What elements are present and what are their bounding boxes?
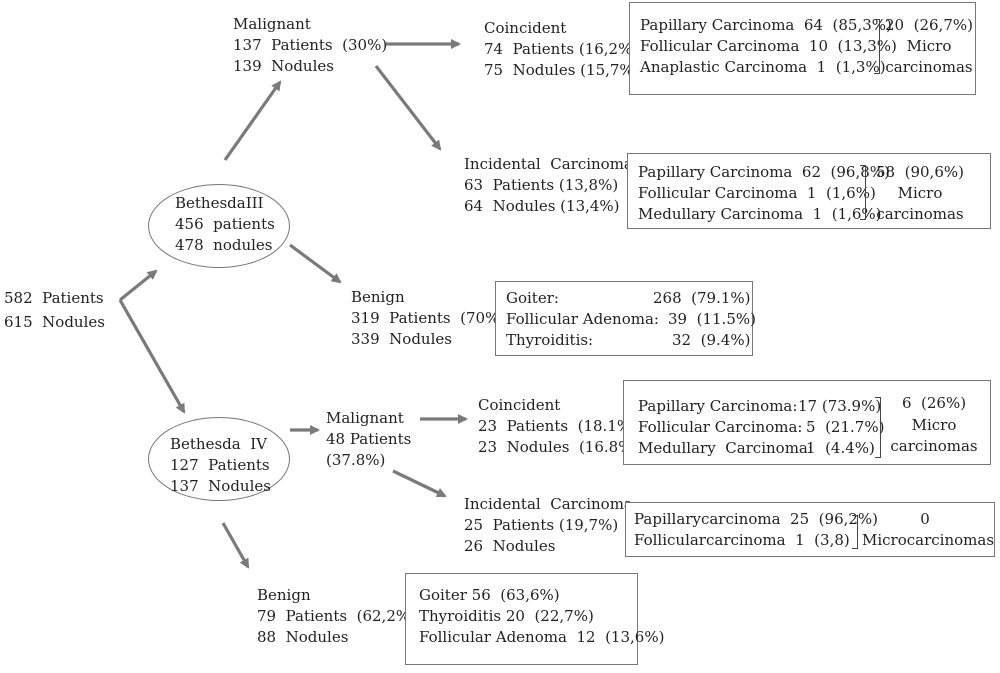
micro-count: 6 (26%): [901, 394, 967, 412]
b4-malignant-title: Malignant: [326, 409, 404, 427]
b3-coincident-row: Anaplastic Carcinoma 1 (1,3%): [640, 58, 886, 76]
arrow-b4mal-to-incidental: [392, 469, 447, 498]
b4-incidental-patients: 25 Patients (19,7%): [464, 516, 619, 534]
b3-malignant-nodules: 139 Nodules: [233, 57, 334, 75]
micro-label: Micro: [911, 416, 957, 434]
arrow-root-to-bethesda4: [118, 299, 186, 414]
b4-coincident-label: Follicular Carcinoma:: [638, 418, 803, 436]
b3-benign-value: 268 (79.1%): [653, 289, 751, 307]
micro-label: Micro: [906, 37, 952, 55]
b4-coincident-label: Papillary Carcinoma:: [638, 397, 798, 415]
b4-benign-patients: 79 Patients (62,2%): [257, 607, 416, 625]
b3-incidental-row: Follicular Carcinoma 1 (1,6%): [638, 184, 876, 202]
b4-benign-row: Thyroiditis 20 (22,7%): [419, 607, 594, 625]
micro-label: carcinomas: [885, 58, 973, 76]
b3-coincident-row: Follicular Carcinoma 10 (13,3%): [640, 37, 897, 55]
b3-coincident-patients: 74 Patients (16,2%): [484, 40, 639, 58]
micro-label: carcinomas: [876, 205, 964, 223]
bethesda3-title: BethesdaIII: [175, 194, 264, 212]
b3-benign-label: Follicular Adenoma:: [506, 310, 659, 328]
arrow-root-to-bethesda3: [118, 269, 158, 302]
b3-benign-value: 32 (9.4%): [672, 331, 751, 349]
arrow-b3-to-malignant: [223, 80, 282, 161]
bracket: [875, 397, 881, 458]
b3-incidental-row: Papillary Carcinoma 62 (96,8%): [638, 163, 890, 181]
b4-malignant-patients: 48 Patients: [326, 430, 412, 448]
bethesda4-nodules: 137 Nodules: [170, 477, 271, 495]
b4-incidental-nodules: 26 Nodules: [464, 537, 556, 555]
micro-count: 0: [920, 510, 930, 528]
bracket: [852, 515, 858, 549]
b3-coincident-title: Coincident: [484, 19, 567, 37]
b3-incidental-nodules: 64 Nodules (13,4%): [464, 197, 620, 215]
b4-coincident-value: 17 (73.9%): [798, 397, 882, 415]
b3-benign-label: Thyroiditis:: [506, 331, 594, 349]
b4-incidental-box: Papillarycarcinoma 25 (96,2%) Follicular…: [625, 502, 995, 557]
micro-label: carcinomas: [890, 437, 978, 455]
arrow-b4-to-benign: [221, 522, 250, 569]
b3-benign-value: 39 (11.5%): [668, 310, 756, 328]
b4-benign-box: Goiter 56 (63,6%) Thyroiditis 20 (22,7%)…: [405, 573, 664, 665]
micro-label: Microcarcinomas: [862, 531, 995, 549]
b4-incidental-title: Incidental Carcinoma: [464, 495, 633, 513]
micro-count: 58 (90,6%): [876, 163, 964, 181]
bracket: [860, 165, 866, 220]
b3-incidental-title: Incidental Carcinomas: [464, 155, 641, 173]
arrow-malignant-to-incidental: [374, 65, 442, 151]
b4-incidental-row: Follicularcarcinoma 1 (3,8): [634, 531, 850, 549]
arrow-b3-to-benign: [289, 243, 342, 284]
b3-coincident-row: Papillary Carcinoma 64 (85,3%): [640, 16, 892, 34]
micro-label: Micro: [897, 184, 943, 202]
b3-incidental-box: Papillary Carcinoma 62 (96,8%) Follicula…: [627, 153, 991, 229]
bethesda4-patients: 127 Patients: [170, 456, 270, 474]
b3-benign-title: Benign: [351, 288, 405, 306]
bracket: [874, 19, 880, 74]
b3-incidental-patients: 63 Patients (13,8%): [464, 176, 619, 194]
b4-coincident-label: Medullary Carcinoma:: [638, 439, 813, 457]
b4-coincident-patients: 23 Patients (18.1%): [478, 417, 637, 435]
b3-benign-patients: 319 Patients (70%): [351, 309, 506, 327]
b3-malignant-patients: 137 Patients (30%): [233, 36, 388, 54]
b4-coincident-box: Papillary Carcinoma: 17 (73.9%) Follicul…: [623, 380, 991, 465]
b3-malignant-title: Malignant: [233, 15, 311, 33]
b4-coincident-value: 5 (21.7%): [806, 418, 885, 436]
bethesda4-node: [148, 417, 290, 501]
b4-coincident-nodules: 23 Nodules (16.8%): [478, 438, 639, 456]
micro-count: 20 (26,7%): [885, 16, 973, 34]
b3-benign-label: Goiter:: [506, 289, 559, 307]
b4-coincident-title: Coincident: [478, 396, 561, 414]
b3-coincident-nodules: 75 Nodules (15,7%): [484, 61, 640, 79]
b3-benign-nodules: 339 Nodules: [351, 330, 452, 348]
b4-benign-row: Goiter 56 (63,6%): [419, 586, 560, 604]
bethesda3-patients: 456 patients: [175, 215, 275, 233]
b4-benign-row: Follicular Adenoma 12 (13,6%): [419, 628, 665, 646]
b4-incidental-row: Papillarycarcinoma 25 (96,2%): [634, 510, 879, 528]
b4-coincident-value: 1 (4.4%): [806, 439, 875, 457]
bethesda3-nodules: 478 nodules: [175, 236, 273, 254]
bethesda4-title: Bethesda IV: [170, 435, 268, 453]
b4-malignant-pct: (37.8%): [326, 451, 386, 469]
b4-benign-title: Benign: [257, 586, 311, 604]
b3-coincident-box: Papillary Carcinoma 64 (85,3%) Follicula…: [629, 2, 976, 95]
b3-incidental-row: Medullary Carcinoma 1 (1,6%): [638, 205, 882, 223]
root-patients: 582 Patients: [4, 289, 104, 307]
b3-benign-box: Goiter: 268 (79.1%) Follicular Adenoma: …: [495, 281, 756, 356]
bethesda3-node: [148, 184, 290, 268]
root-nodules: 615 Nodules: [4, 313, 105, 331]
b4-benign-nodules: 88 Nodules: [257, 628, 349, 646]
